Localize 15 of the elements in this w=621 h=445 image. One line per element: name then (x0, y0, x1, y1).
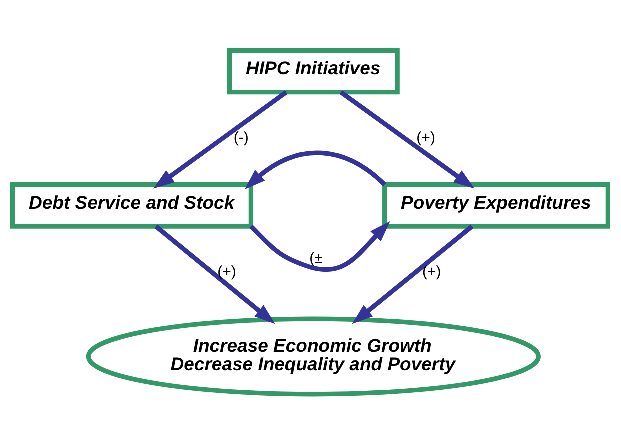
arrow (250, 221, 390, 272)
arrow (244, 150, 386, 190)
edge-label: (-) (234, 130, 249, 147)
node-ellipse: Increase Economic Growth Decrease Inequality and Poverty (86, 316, 541, 397)
arrow (352, 224, 474, 324)
node-box: Debt Service and Stock (10, 182, 254, 229)
edge-label: (+) (422, 264, 442, 281)
arrow (154, 90, 288, 189)
arrow (340, 90, 475, 189)
arrow (154, 224, 276, 324)
edge-label: (+) (416, 130, 436, 147)
edge-label: (± (310, 250, 323, 267)
node-box: HIPC Initiatives (227, 48, 400, 95)
edge-label: (+) (218, 264, 236, 281)
node-box: Poverty Expenditures (382, 182, 610, 229)
